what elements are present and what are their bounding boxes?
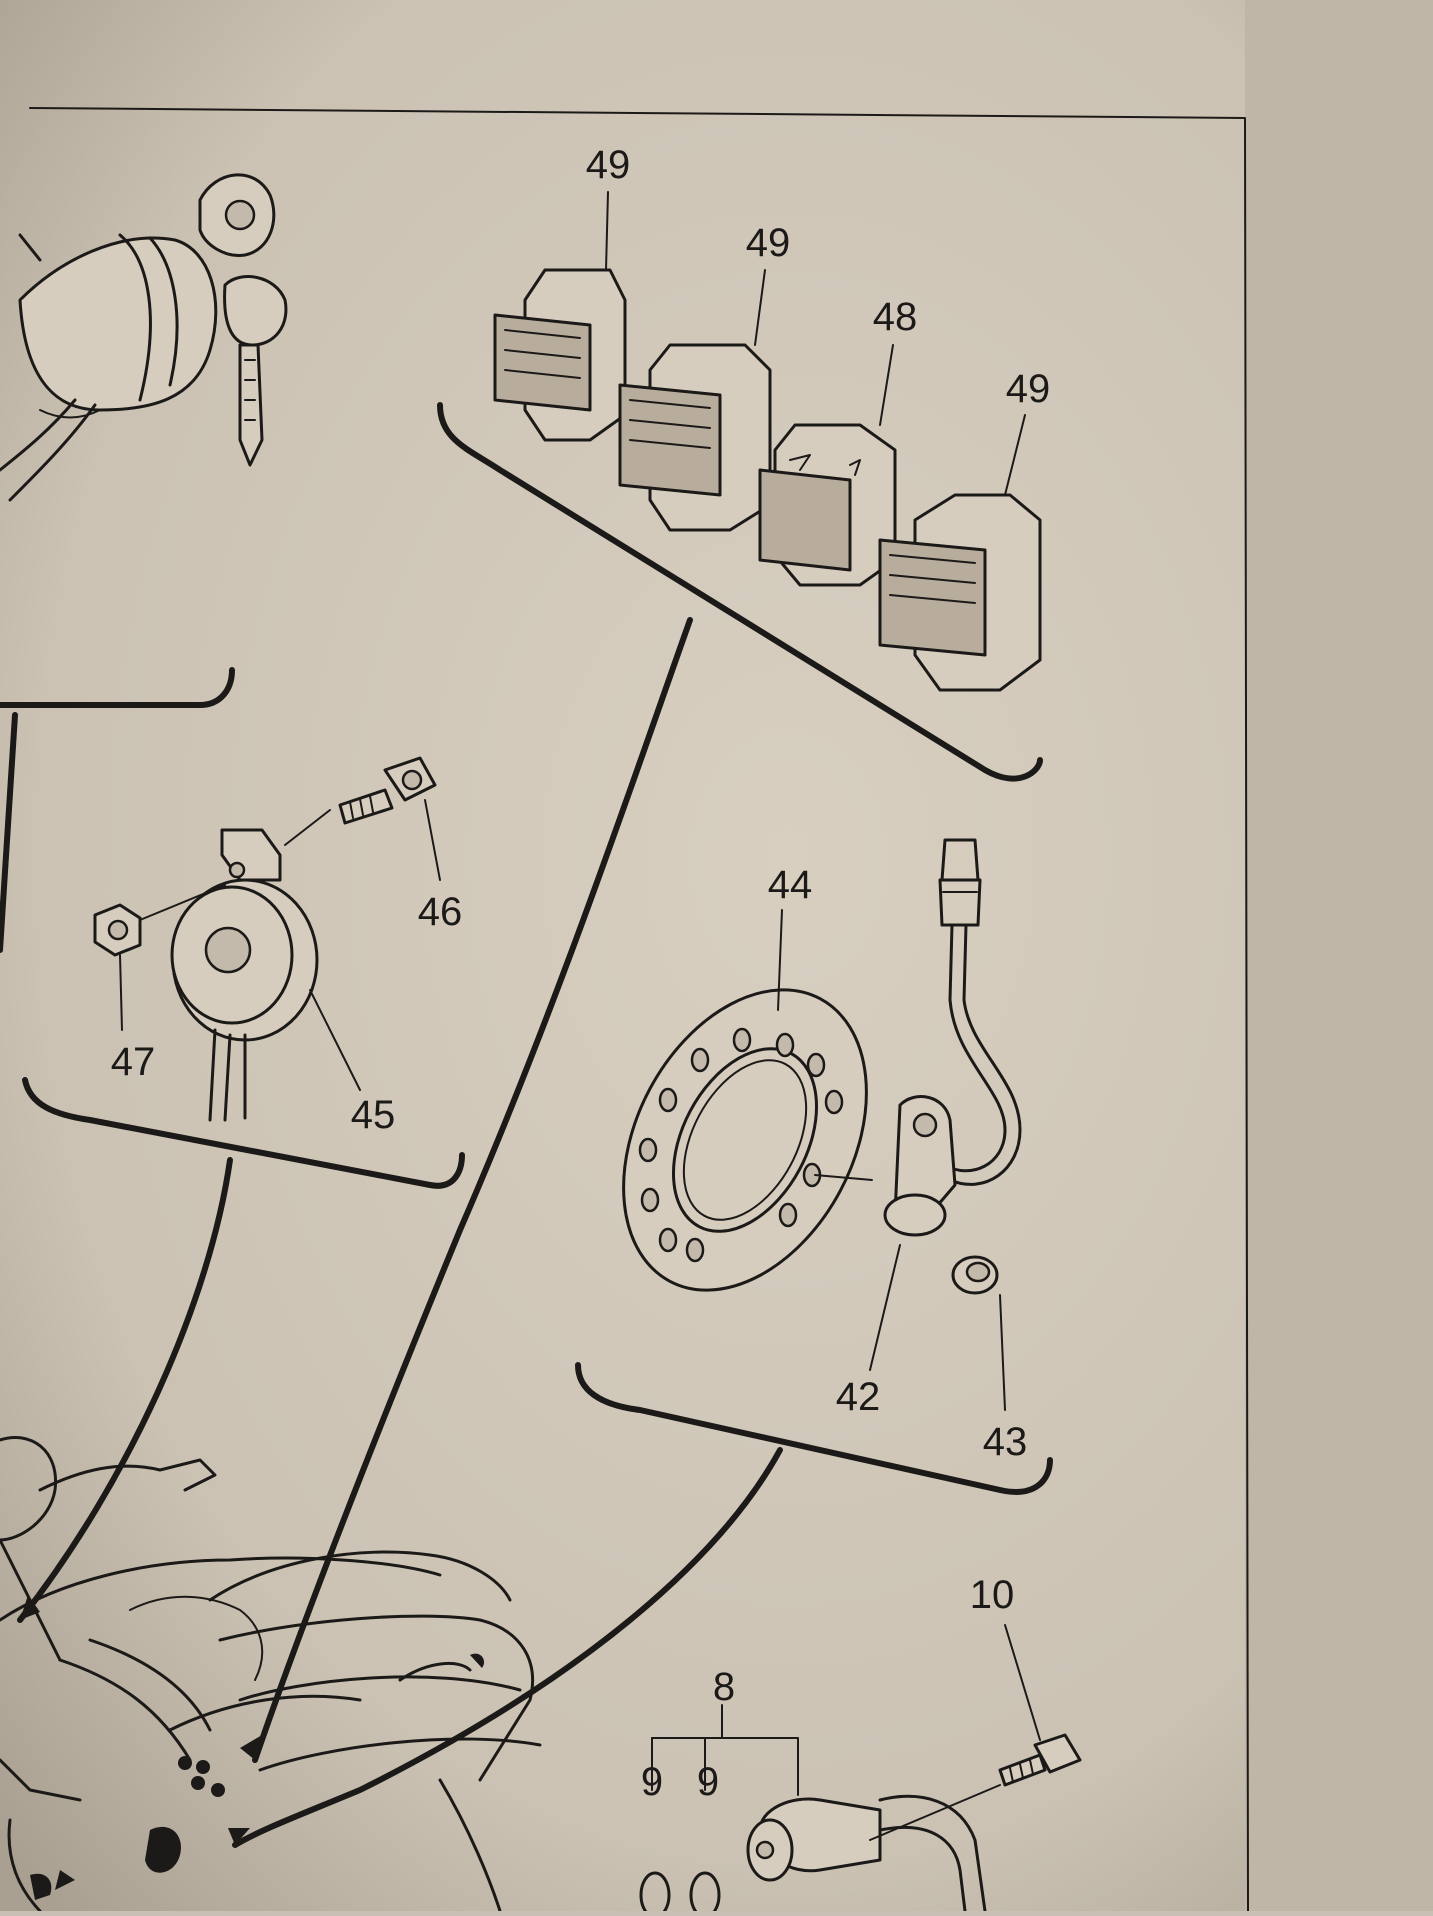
callout-frame-relays bbox=[437, 402, 1043, 782]
leader-ignition bbox=[0, 712, 18, 953]
callout-relay-right: 49 bbox=[1006, 367, 1051, 411]
screw-alignment-line bbox=[284, 809, 331, 846]
rotor-plate-icon bbox=[622, 988, 868, 1292]
connector-icon bbox=[883, 838, 1022, 1237]
pickup-alignment-line bbox=[814, 1174, 873, 1181]
callout-relay-second: 49 bbox=[746, 221, 791, 265]
callout-assembly-group: 8 bbox=[713, 1665, 735, 1709]
callout-relay-left: 49 bbox=[586, 143, 631, 187]
callout-frame-sensor bbox=[22, 1077, 465, 1189]
collar-icon bbox=[951, 1255, 999, 1295]
callout-rotor-plate: 44 bbox=[768, 863, 813, 907]
leader-rotor-to-frame bbox=[232, 1447, 783, 1848]
leader-bolt-bottom bbox=[1004, 1624, 1041, 1741]
callout-bolt-bottom: 10 bbox=[970, 1573, 1015, 1617]
leader-relay-third bbox=[879, 344, 894, 426]
leader-relay-second bbox=[754, 269, 766, 346]
callout-relay-third: 48 bbox=[873, 295, 918, 339]
nut-icon bbox=[93, 903, 142, 957]
callout-frame-rotor bbox=[575, 1362, 1053, 1495]
sensor-icon bbox=[170, 828, 319, 1122]
oring-icon bbox=[639, 1871, 721, 1916]
leader-relay-left bbox=[605, 191, 609, 271]
group-bracket bbox=[651, 1737, 799, 1796]
leader-rotor-plate bbox=[777, 909, 783, 1011]
callout-sensor-body: 45 bbox=[351, 1093, 396, 1137]
leader-sensor-body bbox=[309, 989, 361, 1091]
frame-sketch bbox=[0, 1435, 542, 1913]
callout-nut-sensor: 47 bbox=[111, 1040, 156, 1084]
screw-icon bbox=[338, 756, 437, 825]
frame-arrowheads bbox=[20, 1595, 262, 1890]
callout-collar: 43 bbox=[983, 1420, 1028, 1464]
leader-nut bbox=[119, 954, 123, 1031]
callout-frame-ignition bbox=[0, 667, 235, 708]
callout-oring-right: 9 bbox=[697, 1760, 719, 1804]
crank-sensor-icon bbox=[746, 1784, 1001, 1913]
leader-pickup-coil bbox=[869, 1244, 901, 1371]
frame-fasteners bbox=[30, 1653, 485, 1900]
callout-oring-left: 9 bbox=[641, 1760, 663, 1804]
leader-relays-to-frame bbox=[252, 617, 693, 1763]
nut-alignment-line bbox=[139, 884, 226, 921]
page-margin bbox=[1245, 0, 1433, 1911]
relay-icon bbox=[493, 268, 1042, 692]
callout-pickup-coil: 42 bbox=[836, 1375, 881, 1419]
leader-relay-right bbox=[1004, 414, 1026, 496]
ignition-key-icon bbox=[0, 173, 288, 502]
leader-collar bbox=[999, 1294, 1006, 1411]
callout-screw-sensor: 46 bbox=[418, 890, 463, 934]
page-frame bbox=[29, 107, 1249, 1912]
bolt-icon bbox=[998, 1733, 1082, 1787]
leader-sensor-to-frame bbox=[17, 1157, 233, 1623]
leader-screw bbox=[424, 799, 441, 881]
